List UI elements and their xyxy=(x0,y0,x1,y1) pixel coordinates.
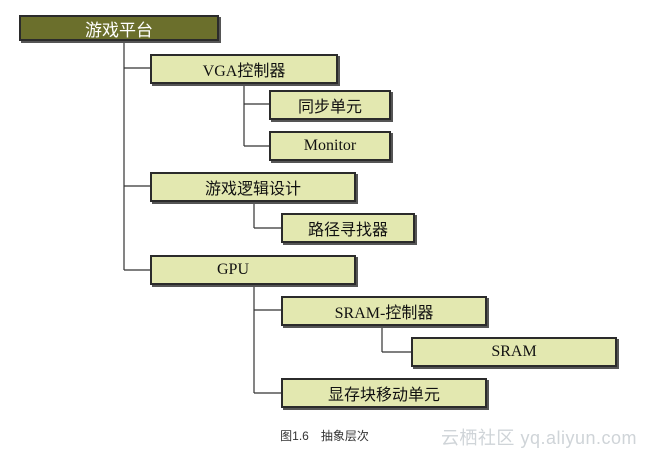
node-display-move-unit-label: 显存块移动单元 xyxy=(327,387,440,404)
node-pathfinder: 路径寻找器 xyxy=(281,213,415,243)
watermark: 云栖社区 yq.aliyun.com xyxy=(440,428,637,448)
node-sync-unit-label: 同步单元 xyxy=(297,99,362,116)
node-sram-controller: SRAM-控制器 xyxy=(281,296,487,326)
node-sram: SRAM xyxy=(411,337,617,367)
node-gpu: GPU xyxy=(150,255,356,285)
node-vga-controller: VGA控制器 xyxy=(150,54,338,84)
node-game-logic-label: 游戏逻辑设计 xyxy=(204,181,301,198)
node-sync-unit: 同步单元 xyxy=(269,90,391,120)
node-game-logic: 游戏逻辑设计 xyxy=(150,172,356,202)
node-gpu-label: GPU xyxy=(216,261,249,278)
node-vga-controller-label: VGA控制器 xyxy=(202,63,286,80)
figure-caption-text: 抽象层次 xyxy=(320,429,369,443)
node-monitor-label: Monitor xyxy=(303,137,357,154)
figure-caption: 图1.6 抽象层次 xyxy=(0,427,649,444)
node-display-move-unit: 显存块移动单元 xyxy=(281,378,487,408)
node-root-label: 游戏平台 xyxy=(85,20,153,40)
node-root: 游戏平台 xyxy=(19,15,219,41)
node-sram-controller-label: SRAM-控制器 xyxy=(334,305,434,322)
node-monitor: Monitor xyxy=(269,131,391,161)
node-pathfinder-label: 路径寻找器 xyxy=(307,222,388,239)
figure-number: 图1.6 xyxy=(280,429,309,443)
node-sram-label: SRAM xyxy=(491,343,537,360)
